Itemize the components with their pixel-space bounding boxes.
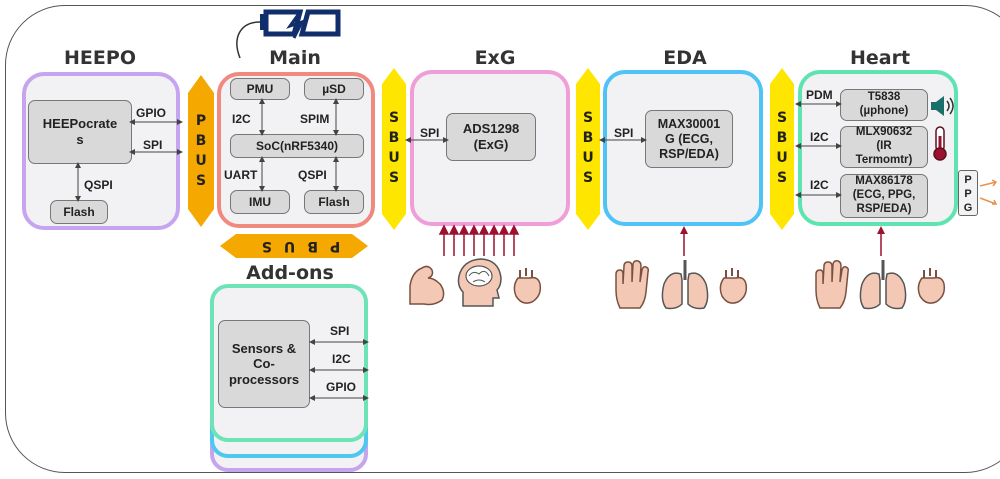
main-title: Main <box>269 47 321 69</box>
bus-letter: S <box>388 170 400 186</box>
muscle-icon <box>409 265 445 306</box>
bus-letter: U <box>195 153 207 169</box>
heepocrates-chip: HEEPocrate s <box>28 100 132 164</box>
pmu-chip: PMU <box>230 78 290 100</box>
mlx90632-chip: MLX90632 (IR Termomtr) <box>840 126 928 168</box>
hand-icon <box>815 260 849 309</box>
bus-letter: U <box>388 150 400 166</box>
speaker-icon <box>931 96 954 116</box>
bus-letter: S <box>776 170 788 186</box>
main-uart-label: UART <box>224 168 258 182</box>
exg-input-arrows <box>438 224 520 256</box>
heart-i2c-2-label: I2C <box>810 178 829 192</box>
heart-icon <box>719 268 748 304</box>
usd-chip: µSD <box>304 78 364 100</box>
heart-input-arrow <box>877 226 885 256</box>
soc-chip: SoC(nRF5340) <box>230 134 364 158</box>
heart-icon <box>917 268 946 304</box>
thermometer-icon <box>933 126 947 161</box>
heepo-connectors <box>75 119 183 202</box>
addons-title: Add-ons <box>246 262 334 284</box>
ppg-letter: G <box>963 202 973 214</box>
pbus-vertical <box>188 75 214 227</box>
exg-spi-connector <box>405 137 449 143</box>
heepo-qspi-label: QSPI <box>84 178 113 192</box>
imu-chip: IMU <box>230 190 290 214</box>
lungs-icon <box>859 260 907 310</box>
addons-spi-label: SPI <box>330 324 350 338</box>
pbus-horizontal-label: PBUS <box>249 238 341 254</box>
heart-connectors <box>795 101 842 198</box>
bus-letter: B <box>195 133 207 149</box>
exg-spi-label: SPI <box>420 126 440 140</box>
addons-connectors <box>309 339 369 401</box>
heart-title: Heart <box>849 47 911 69</box>
main-i2c-label: I2C <box>232 112 251 126</box>
bus-letter: S <box>582 110 594 126</box>
ads1298-chip: ADS1298 (ExG) <box>446 113 536 161</box>
addons-i2c-label: I2C <box>332 352 351 366</box>
bus-letter: B <box>776 130 788 146</box>
battery-icon <box>236 9 341 59</box>
bus-letter: S <box>776 110 788 126</box>
heepo-gpio-label: GPIO <box>136 106 167 120</box>
eda-spi-connector <box>599 137 647 143</box>
heepo-flash-chip: Flash <box>50 200 108 224</box>
bus-letter: B <box>582 130 594 146</box>
eda-spi-label: SPI <box>614 126 634 140</box>
sensors-coprocessors-chip: Sensors & Co- processors <box>218 320 310 408</box>
sbus-1 <box>382 68 406 230</box>
heart-pdm-label: PDM <box>806 88 833 102</box>
bus-letter: U <box>582 150 594 166</box>
pbus-horizontal <box>220 234 368 258</box>
eda-title: EDA <box>663 47 707 69</box>
ppg-light-rays <box>979 179 998 205</box>
sbus-2 <box>576 68 600 230</box>
heepo-spi-label: SPI <box>143 138 163 152</box>
bus-letter: U <box>776 150 788 166</box>
ppg-letter: P <box>964 188 972 200</box>
lungs-icon <box>661 260 709 310</box>
main-connectors <box>259 98 339 192</box>
ppg-letter: P <box>964 174 972 186</box>
bus-letter: S <box>195 173 207 189</box>
bus-letter: P <box>195 113 207 129</box>
heart-icon <box>513 268 542 304</box>
t5838-chip: T5838 (µphone) <box>840 89 928 121</box>
bus-letter: B <box>388 130 400 146</box>
heepo-title: HEEPO <box>64 47 136 69</box>
exg-title: ExG <box>474 47 516 69</box>
brain-icon <box>457 258 502 307</box>
main-qspi-label: QSPI <box>298 168 327 182</box>
sbus-3 <box>770 68 794 230</box>
max86178-chip: MAX86178 (ECG, PPG, RSP/EDA) <box>840 174 928 218</box>
addons-gpio-label: GPIO <box>326 380 357 394</box>
bus-letter: S <box>582 170 594 186</box>
max30001g-chip: MAX30001 G (ECG, RSP/EDA) <box>645 110 733 168</box>
heart-i2c-1-label: I2C <box>810 130 829 144</box>
eda-input-arrow <box>680 226 688 256</box>
bus-letter: S <box>388 110 400 126</box>
main-spim-label: SPIM <box>300 112 330 126</box>
hand-icon <box>615 260 649 309</box>
